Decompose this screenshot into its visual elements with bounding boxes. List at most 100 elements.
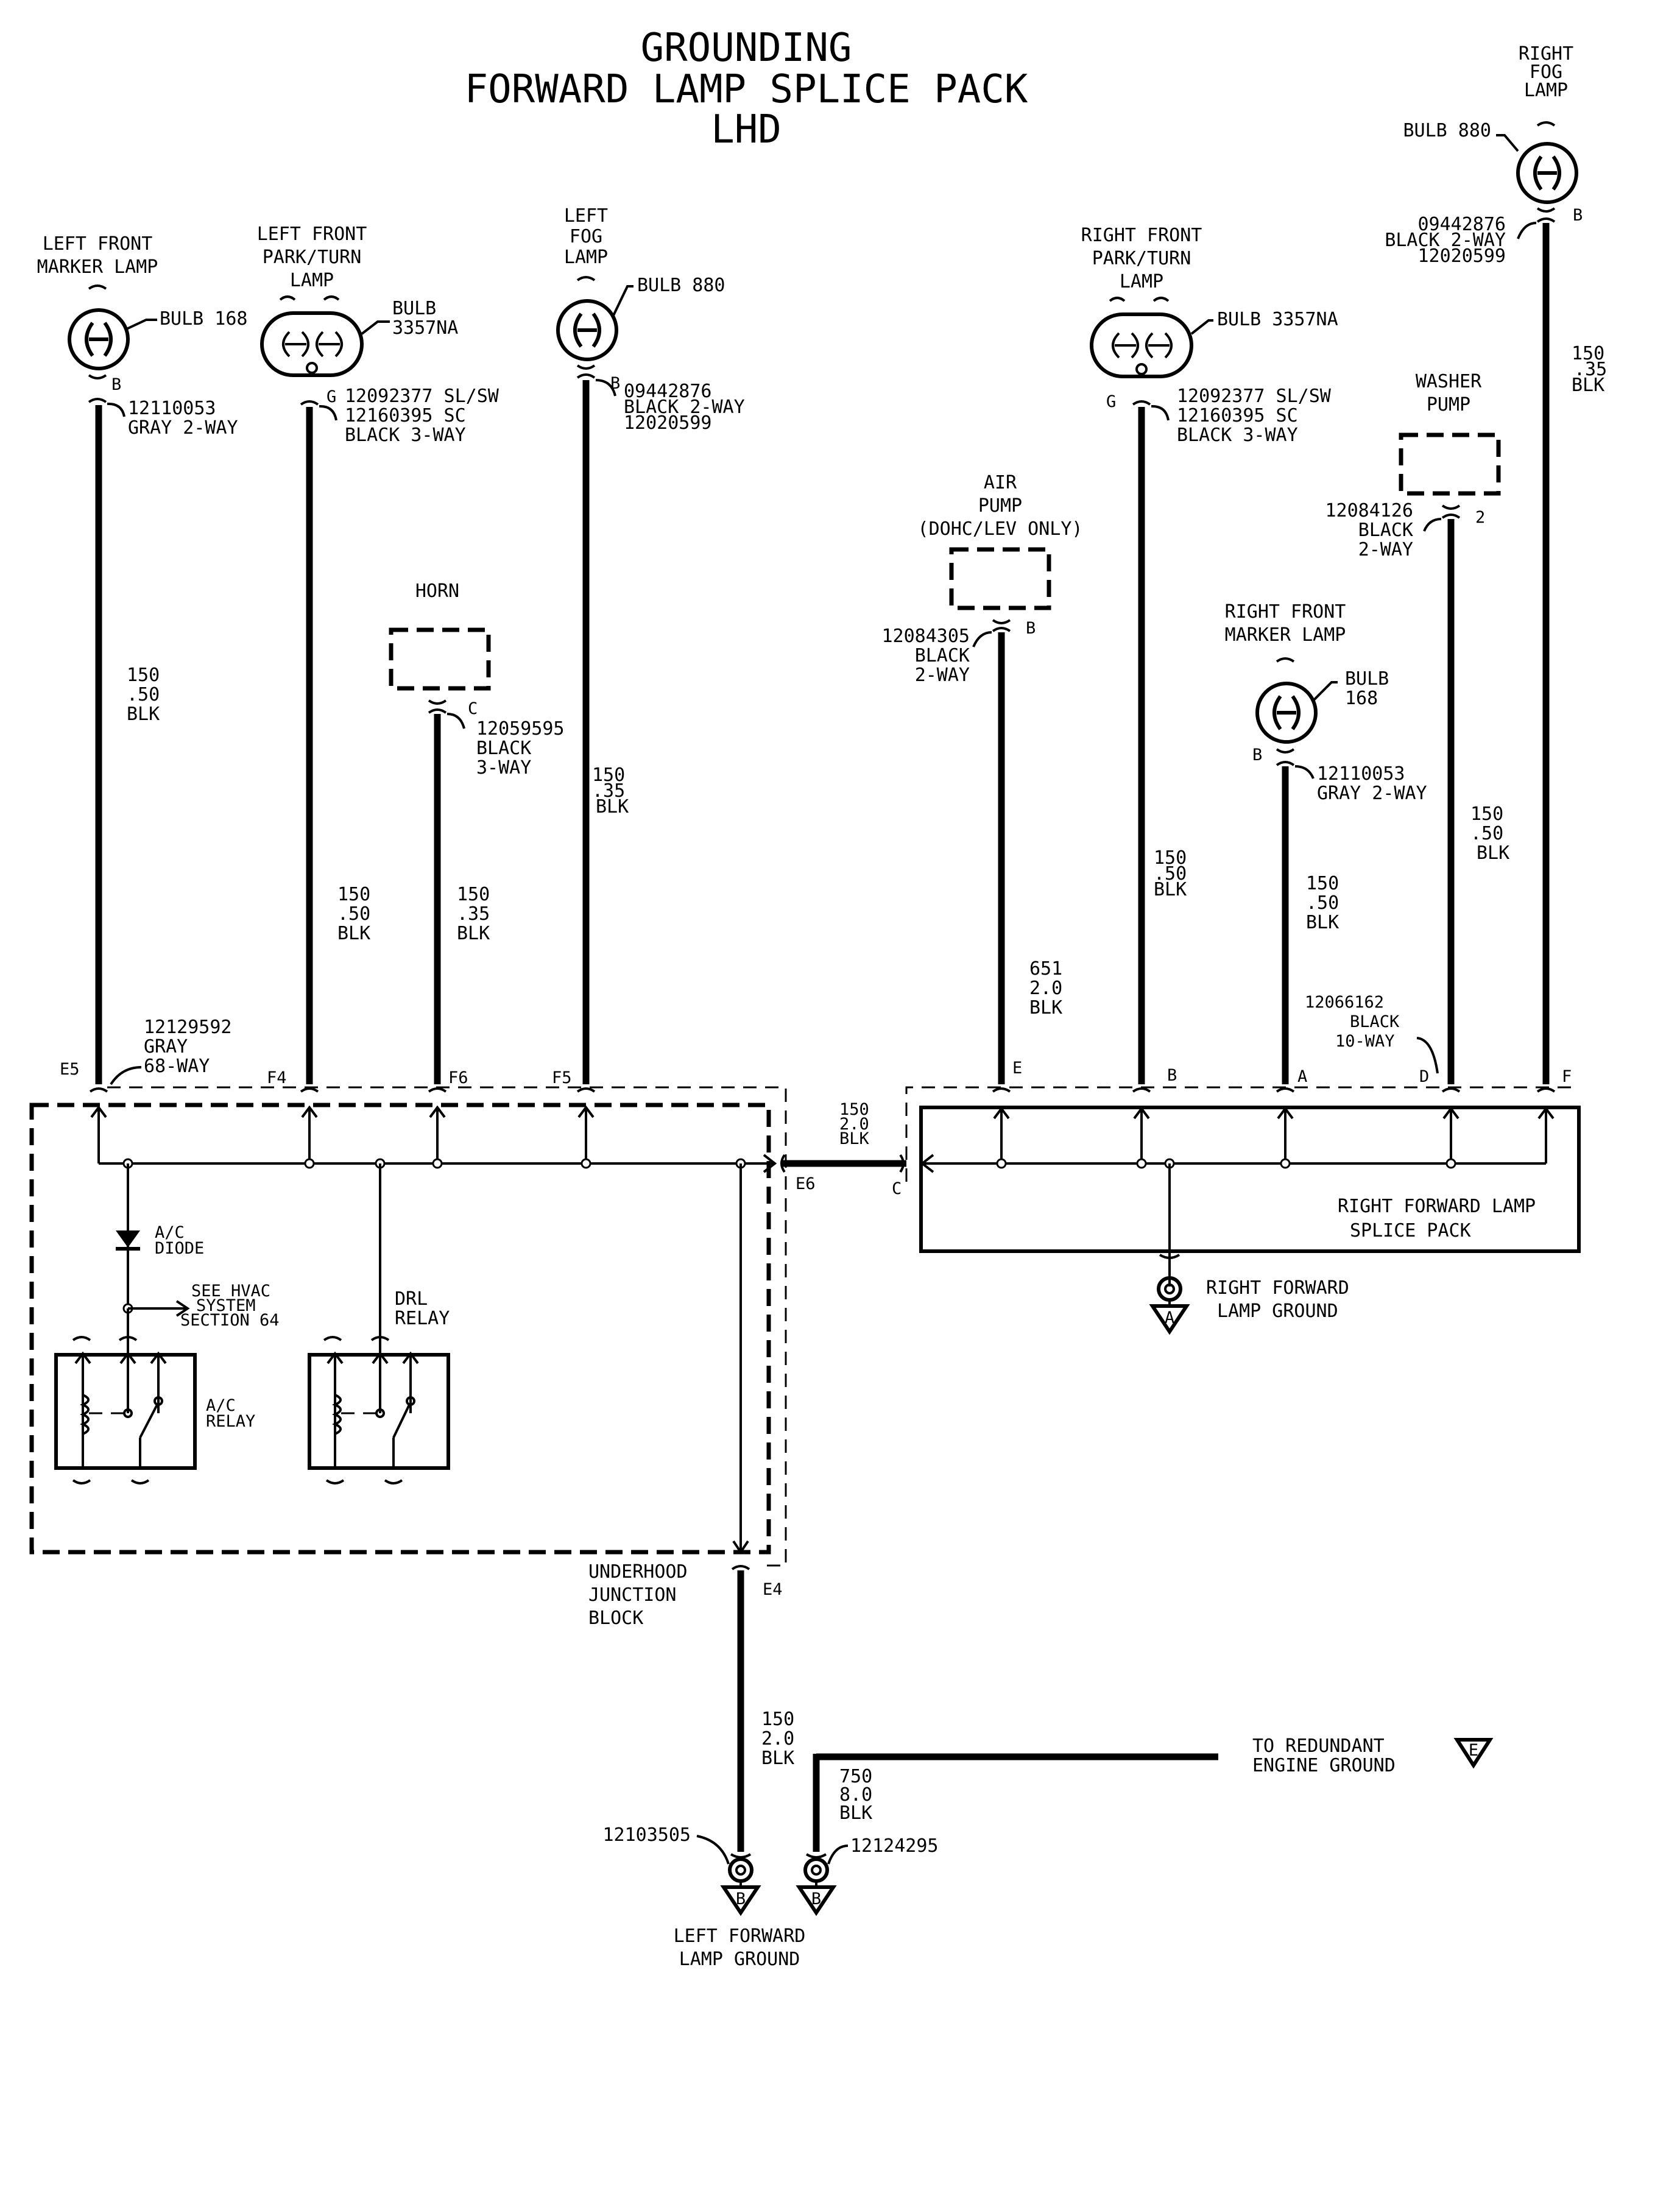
lf-park-name-1: LEFT FRONT <box>257 224 367 245</box>
lf-marker-conn-1: 12110053 <box>128 398 216 419</box>
left-ground-tag-2: B <box>811 1890 821 1908</box>
ac-diode-label-1: A/C <box>155 1223 185 1242</box>
lf-marker-conn-2: GRAY 2-WAY <box>128 417 238 439</box>
bulb-leader <box>612 285 634 317</box>
dual-bulb-lamp-icon <box>260 311 364 377</box>
left-ground-2: LAMP GROUND <box>679 1949 800 1970</box>
connector-leader <box>107 402 125 417</box>
horn-name: HORN <box>415 581 459 602</box>
air-pump-name-2: PUMP <box>978 495 1022 517</box>
drl-relay-label-2: RELAY <box>395 1308 450 1329</box>
connector-marks <box>992 1087 1556 1093</box>
air-pump-wire-1: 651 <box>1029 958 1062 980</box>
bulb-leader <box>1312 681 1338 702</box>
connector-mark <box>576 373 596 379</box>
junction-name-3: BLOCK <box>588 1608 643 1629</box>
left-ground-tag-1: B <box>736 1890 746 1908</box>
connector-mark <box>780 1154 786 1173</box>
pin-arrow <box>763 1154 777 1173</box>
splice-name-2: SPLICE PACK <box>1350 1220 1471 1241</box>
splice-pin-e: E <box>1012 1059 1022 1078</box>
connector-outline <box>107 1086 787 1567</box>
splice-pin-a: A <box>1297 1067 1307 1086</box>
rf-park-wire-2: .50 <box>1154 863 1187 884</box>
connector-mark <box>88 374 107 380</box>
lf-park-conn-2: 12160395 SC <box>345 405 466 426</box>
washer-wire-3: BLK <box>1477 842 1509 864</box>
horn-conn-1: 12059595 <box>476 718 565 740</box>
rf-marker-wire-1: 150 <box>1306 873 1339 894</box>
ac-relay-label-1: A/C <box>206 1396 236 1415</box>
horn-wire-2: .35 <box>457 903 490 925</box>
lf-park-wire-3: BLK <box>337 923 370 944</box>
dual-bulb-lamp-icon <box>1090 312 1193 378</box>
left-front-marker-lamp: LEFT FRONT MARKER LAMP BULB 168 B 121100… <box>37 233 248 1084</box>
washer-pin: 2 <box>1475 508 1485 527</box>
horn-conn-2: BLACK <box>476 738 531 759</box>
lf-marker-name-2: MARKER LAMP <box>37 256 158 278</box>
air-pump-wire-3: BLK <box>1029 997 1062 1019</box>
lf-marker-pin: B <box>111 375 121 394</box>
splice-dot <box>304 1158 315 1169</box>
connector-mark <box>731 1565 750 1570</box>
eng-wire-3: BLK <box>839 1802 872 1824</box>
relay-contact <box>406 1396 415 1406</box>
connector-leader <box>446 713 465 729</box>
right-fog-pin: B <box>1573 206 1583 225</box>
rf-marker-conn-2: GRAY 2-WAY <box>1317 783 1427 804</box>
bulb-leader <box>1496 134 1519 152</box>
rf-park-conn-1: 12092377 SL/SW <box>1177 386 1332 407</box>
left-fog-conn-2: BLACK 2-WAY <box>624 397 745 418</box>
left-fog-conn-1: 09442876 <box>624 381 712 402</box>
pin-arrow <box>1277 1106 1294 1163</box>
left-fog-bulb: BULB 880 <box>637 275 725 296</box>
rf-marker-bulb-1: BULB <box>1345 668 1389 690</box>
lf-marker-wire-3: BLK <box>127 704 160 725</box>
rf-marker-pin: B <box>1252 746 1262 764</box>
connector-mark <box>1536 207 1556 213</box>
lf-park-bulb-2: 3357NA <box>392 317 458 339</box>
splice-pack-box <box>919 1106 1581 1253</box>
pin-arrow <box>90 1105 107 1163</box>
connector-marks <box>323 1336 390 1341</box>
connector-leader <box>696 1835 730 1865</box>
relay-pin <box>326 1351 344 1468</box>
air-pump-name-1: AIR <box>984 472 1017 493</box>
connector-mark <box>1276 761 1295 766</box>
air-pump: AIR PUMP (DOHC/LEV ONLY) B 12084305 BLAC… <box>882 472 1082 1084</box>
e4-wire-2: 2.0 <box>761 1728 794 1749</box>
pin-e4: E4 <box>763 1580 783 1599</box>
pin-arrow <box>1537 1106 1555 1163</box>
right-fog-wire-2: .35 <box>1574 359 1607 380</box>
ground-lug-icon <box>803 1857 829 1883</box>
bulb-socket-mark <box>279 295 340 301</box>
horn-conn-3: 3-WAY <box>476 757 531 778</box>
relay-coil-icon <box>332 1394 342 1435</box>
splice-conn-2: BLACK <box>1350 1012 1400 1031</box>
splice-ground-1: RIGHT FORWARD <box>1206 1277 1349 1299</box>
connector-mark <box>300 400 319 406</box>
splice-ground-tag: A <box>1165 1308 1174 1327</box>
lamp-bulb-icon <box>556 299 618 361</box>
rf-park-name-3: LAMP <box>1120 271 1163 292</box>
washer-name-1: WASHER <box>1416 371 1482 392</box>
right-fog-bulb: BULB 880 <box>1403 120 1492 141</box>
splice-pin-f: F <box>1562 1067 1572 1086</box>
splice-name-1: RIGHT FORWARD LAMP <box>1338 1196 1536 1217</box>
bulb-leader <box>126 319 157 330</box>
washer-conn-1: 12084126 <box>1325 500 1414 521</box>
pin-f5: F5 <box>552 1068 572 1087</box>
splice-dot <box>432 1158 443 1169</box>
relay-contact <box>154 1396 163 1406</box>
bulb-socket-mark <box>576 276 596 281</box>
lamp-bulb-icon <box>1255 682 1318 744</box>
ground-symbol-icon <box>720 1885 761 1916</box>
pin-f6: F6 <box>448 1068 468 1087</box>
pin-e6: E6 <box>796 1174 816 1193</box>
underhood-junction-block: 12129592 GRAY 68-WAY E5 F4 F6 F5 A/C DIO… <box>29 1017 816 1629</box>
lamp-filament-icon <box>1533 155 1561 191</box>
lf-park-conn-1: 12092377 SL/SW <box>345 386 499 407</box>
splice-dot <box>581 1158 591 1169</box>
horn-pin: C <box>468 699 478 718</box>
splice-dot <box>1136 1158 1147 1169</box>
